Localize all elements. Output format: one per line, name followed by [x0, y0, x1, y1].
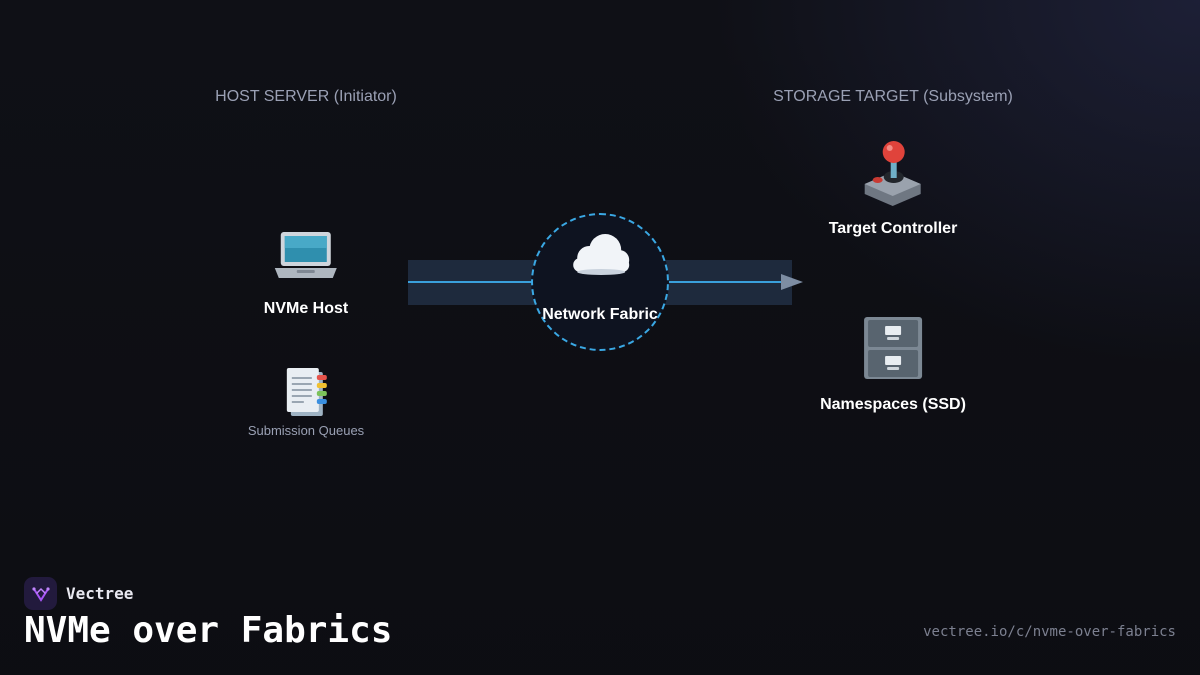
nvme-host-label: NVMe Host	[263, 300, 349, 317]
brand-name: Vectree	[66, 584, 134, 603]
cloud-icon	[567, 228, 633, 282]
host-server-label: HOST SERVER (Initiator)	[215, 88, 397, 105]
submission-queues-label: Submission Queues	[247, 423, 365, 438]
source-url: vectree.io/c/nvme-over-fabrics	[923, 624, 1176, 640]
link-arrowhead	[781, 274, 803, 290]
target-controller-label: Target Controller	[828, 220, 958, 237]
network-fabric-node: Network Fabric	[542, 228, 658, 324]
vectree-logo-icon	[24, 577, 57, 610]
joystick-icon	[861, 140, 925, 206]
bookmark-tabs-icon	[281, 366, 331, 418]
page-title: NVMe over Fabrics	[24, 610, 393, 651]
network-fabric-label: Network Fabric	[542, 306, 658, 323]
namespaces-node: Namespaces (SSD)	[820, 316, 966, 414]
brand: Vectree	[24, 577, 133, 610]
file-cabinet-icon	[863, 316, 923, 380]
laptop-icon	[271, 228, 341, 282]
target-controller-node: Target Controller	[828, 140, 958, 238]
nvme-host-node: NVMe Host	[264, 228, 348, 318]
submission-queues-node: Submission Queues	[248, 366, 364, 438]
storage-target-label: STORAGE TARGET (Subsystem)	[773, 88, 1013, 105]
namespaces-label: Namespaces (SSD)	[820, 396, 966, 413]
